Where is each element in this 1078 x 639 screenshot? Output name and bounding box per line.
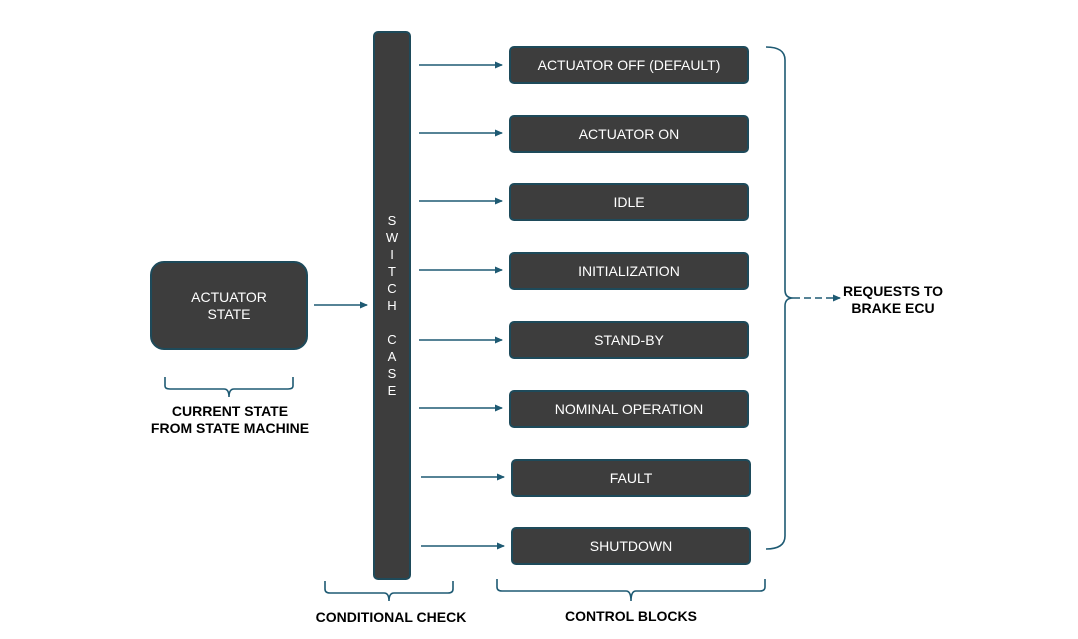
label-current-state-line1: CURRENT STATE: [171, 403, 289, 419]
control-block-nominal-operation: NOMINAL OPERATION: [509, 390, 749, 428]
label-requests-line1: REQUESTS TO: [842, 283, 944, 299]
label-requests: REQUESTS TO BRAKE ECU: [833, 283, 953, 317]
control-block-label: NOMINAL OPERATION: [554, 401, 704, 417]
label-current-state: CURRENT STATE FROM STATE MACHINE: [140, 403, 320, 437]
control-block-shutdown: SHUTDOWN: [511, 527, 751, 565]
label-requests-line2: BRAKE ECU: [851, 300, 935, 316]
label-control-blocks: CONTROL BLOCKS: [565, 608, 697, 624]
label-conditional-check: CONDITIONAL CHECK: [315, 609, 467, 625]
control-block-label: IDLE: [613, 194, 645, 210]
control-block-actuator-off: ACTUATOR OFF (DEFAULT): [509, 46, 749, 84]
switch-case-bar: S W I T C H C A S E: [373, 31, 411, 580]
actuator-state-box: ACTUATOR STATE: [150, 261, 308, 350]
control-block-label: INITIALIZATION: [578, 263, 680, 279]
actuator-state-line2: STATE: [207, 305, 251, 322]
control-block-label: ACTUATOR ON: [578, 126, 680, 142]
label-current-state-line2: FROM STATE MACHINE: [150, 420, 310, 436]
control-block-label: FAULT: [609, 470, 653, 486]
control-block-label: ACTUATOR OFF (DEFAULT): [537, 57, 721, 73]
right-brace: [765, 46, 794, 550]
control-block-idle: IDLE: [509, 183, 749, 221]
control-block-initialization: INITIALIZATION: [509, 252, 749, 290]
control-block-stand-by: STAND-BY: [509, 321, 749, 359]
control-block-actuator-on: ACTUATOR ON: [509, 115, 749, 153]
control-block-fault: FAULT: [511, 459, 751, 497]
control-block-label: SHUTDOWN: [589, 538, 673, 554]
switch-case-text: S W I T C H C A S E: [385, 213, 399, 398]
brace-current-state: [164, 377, 294, 398]
brace-control-blocks: [496, 579, 766, 602]
control-block-label: STAND-BY: [594, 332, 664, 348]
actuator-state-line1: ACTUATOR: [191, 288, 267, 305]
brace-conditional-check: [324, 581, 454, 602]
